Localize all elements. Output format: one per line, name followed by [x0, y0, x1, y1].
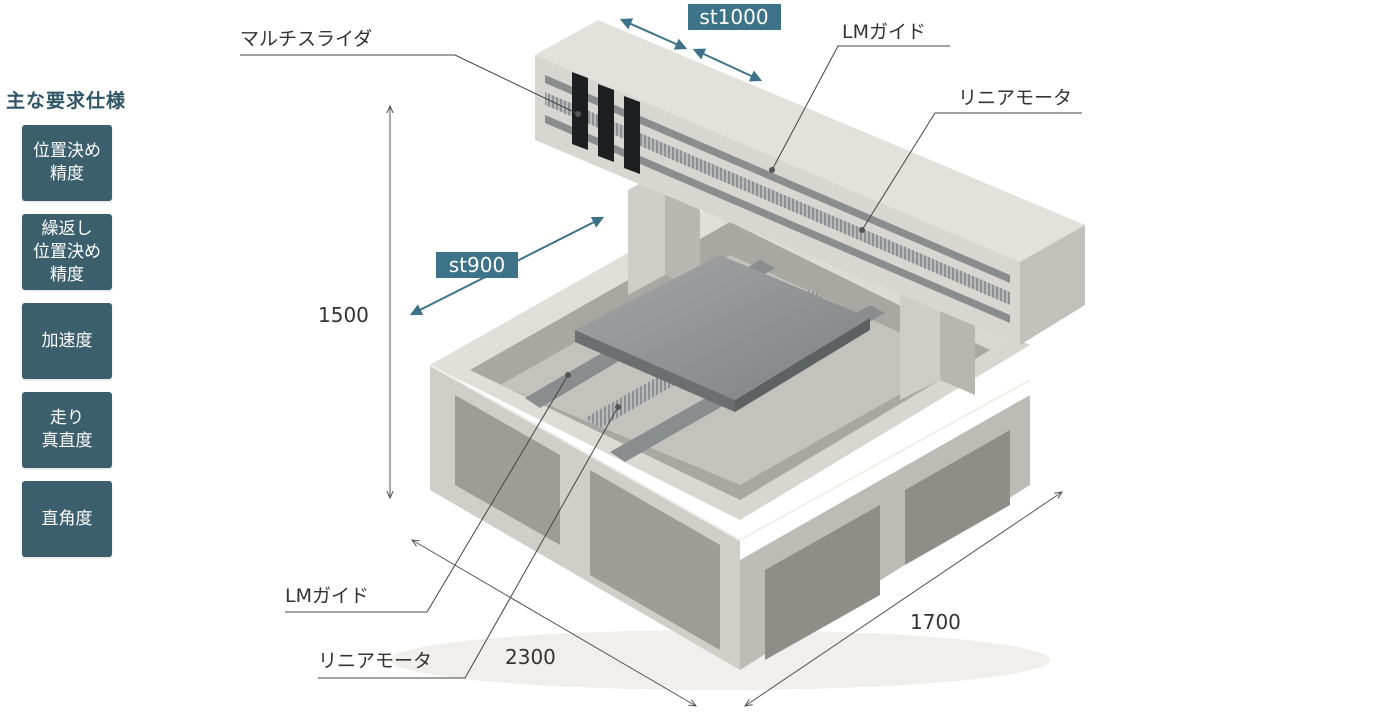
linear-motor-upper-track [545, 92, 1010, 305]
callouts: マルチスライダ LMガイド リニアモータ LMガイド リニアモータ [240, 21, 1082, 679]
slider-3 [624, 96, 640, 174]
spec-title: 主な要求仕様 [6, 90, 127, 112]
x-beam [535, 20, 1085, 345]
table-top [575, 255, 870, 400]
x-stroke-tag [688, 4, 781, 30]
width-dimension-line [412, 540, 696, 706]
multi-sliders [572, 72, 640, 174]
stroke-indicators: st1000 st900 [409, 4, 781, 316]
table-side-right [735, 318, 870, 412]
work-table [575, 255, 870, 412]
front-window-1 [455, 395, 560, 545]
spec-list: 位置決め 精度 繰返し 位置決め 精度 加速度 走り 真直度 直角度 [22, 125, 112, 570]
height-dimension: 1500 [318, 303, 369, 327]
beam-end [1020, 225, 1085, 345]
spec-positioning-accuracy[interactable]: 位置決め 精度 [22, 125, 112, 201]
table-side [575, 330, 735, 412]
depth-dimension-line [745, 492, 1062, 706]
x-stroke-label: st1000 [699, 5, 768, 29]
spec-squareness[interactable]: 直角度 [22, 481, 112, 557]
spec-straightness[interactable]: 走り 真直度 [22, 392, 112, 468]
label-linear-motor-top: リニアモータ [958, 87, 1072, 109]
label-multi-slider: マルチスライダ [240, 28, 372, 50]
y-stroke-tag [436, 252, 518, 278]
lm-guide-upper-rail [545, 75, 1010, 283]
slider-2 [598, 84, 614, 162]
depth-dimension: 1700 [910, 610, 961, 634]
lm-guide-upper-rail-2 [545, 115, 1010, 323]
x-stroke-arrow-1 [619, 18, 688, 50]
dimensions: 1500 2300 1700 [318, 106, 1062, 706]
y-stroke-label: st900 [449, 253, 505, 277]
label-lm-guide-bottom: LMガイド [285, 585, 369, 607]
label-lm-guide-top: LMガイド [842, 21, 926, 43]
spec-acceleration[interactable]: 加速度 [22, 303, 112, 379]
beam-top [535, 20, 1085, 262]
x-stroke-arrow-2 [692, 48, 763, 82]
base-edge [429, 364, 1031, 542]
label-linear-motor-bottom: リニアモータ [318, 650, 432, 672]
pillar-left-front [628, 170, 665, 295]
leader-lm-guide-top [771, 45, 950, 171]
spec-repeatability[interactable]: 繰返し 位置決め 精度 [22, 214, 112, 290]
width-dimension: 2300 [505, 645, 556, 669]
slider-1 [572, 72, 588, 150]
leader-linear-motor-top [861, 112, 1082, 231]
leader-multi-slider [240, 54, 579, 115]
